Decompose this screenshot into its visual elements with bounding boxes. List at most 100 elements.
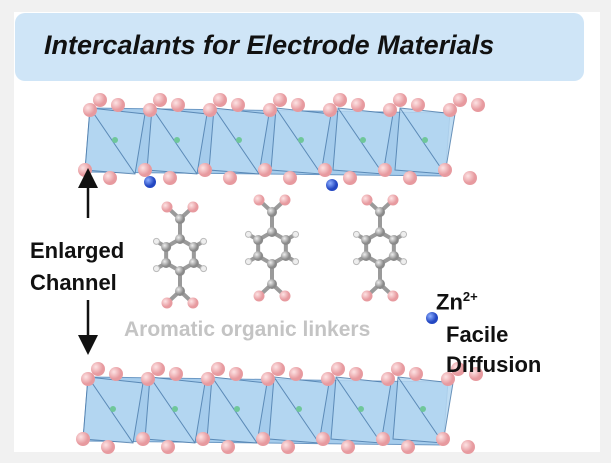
metal-atom [112, 137, 118, 143]
oxygen-atom [213, 93, 227, 107]
oxygen-atom [153, 93, 167, 107]
metal-atom [422, 137, 428, 143]
hydrogen-atom [400, 230, 408, 238]
oxygen-atom [78, 163, 92, 177]
oxygen-atom [316, 432, 330, 446]
oxygen-atom [111, 98, 125, 112]
zinc-ion [426, 312, 438, 324]
zinc-ion [144, 176, 156, 188]
oxygen-atom [383, 103, 397, 117]
metal-atom [234, 406, 240, 412]
oxygen-atom [283, 171, 297, 185]
carbon-atom [175, 234, 185, 244]
oxygen-atom [451, 362, 465, 376]
oxygen-atom [291, 98, 305, 112]
carbon-atom [267, 227, 277, 237]
oxygen-atom [198, 163, 212, 177]
carbon-atom [267, 259, 277, 269]
oxygen-atom [263, 103, 277, 117]
carbon-atom [267, 207, 277, 217]
oxygen-atom [351, 98, 365, 112]
oxygen-atom [93, 93, 107, 107]
oxygen-atom [333, 93, 347, 107]
metal-atom [298, 137, 304, 143]
oxygen-atom [169, 367, 183, 381]
oxygen-atom [453, 93, 467, 107]
channel-label: Channel [30, 270, 117, 295]
oxygen-atom [403, 171, 417, 185]
terephthalate-linker [352, 194, 408, 302]
carbon-atom [388, 235, 399, 245]
carbon-atom [375, 207, 385, 217]
oxygen-atom [463, 171, 477, 185]
octahedral-layer [76, 362, 483, 454]
oxygen-atom [393, 93, 407, 107]
carbon-atom [175, 286, 185, 296]
carbon-atom [361, 235, 372, 245]
oxygen-atom [378, 163, 392, 177]
oxygen-atom [171, 98, 185, 112]
oxygen-atom [81, 372, 95, 386]
oxygen-atom [211, 362, 225, 376]
zinc-ion [326, 179, 338, 191]
oxygen-atom [387, 290, 399, 302]
oxygen-atom [141, 372, 155, 386]
hydrogen-atom [352, 230, 360, 238]
hydrogen-atom [244, 258, 252, 266]
oxygen-atom [231, 98, 245, 112]
oxygen-atom [343, 171, 357, 185]
oxygen-atom [387, 194, 399, 206]
hydrogen-atom [200, 265, 208, 273]
oxygen-atom [258, 163, 272, 177]
oxygen-atom [187, 201, 199, 213]
oxygen-atom [203, 103, 217, 117]
oxygen-atom [253, 290, 265, 302]
oxygen-atom [279, 290, 291, 302]
oxygen-atom [273, 93, 287, 107]
oxygen-atom [161, 440, 175, 454]
hydrogen-atom [352, 258, 360, 266]
carbon-atom [388, 251, 399, 261]
oxygen-atom [318, 163, 332, 177]
hydrogen-atom [292, 258, 300, 266]
zn-ion-label: Zn2+ [436, 282, 478, 317]
oxygen-atom [436, 432, 450, 446]
zn-symbol: Zn [436, 289, 463, 315]
carbon-atom [375, 227, 385, 237]
oxygen-atom [229, 367, 243, 381]
oxygen-atom [279, 194, 291, 206]
metal-atom [236, 137, 242, 143]
oxygen-atom [91, 362, 105, 376]
carbon-atom [175, 266, 185, 276]
metal-atom [174, 137, 180, 143]
oxygen-atom [391, 362, 405, 376]
oxygen-atom [163, 171, 177, 185]
oxygen-atom [443, 103, 457, 117]
figure-title: Intercalants for Electrode Materials [44, 30, 495, 60]
oxygen-atom [253, 194, 265, 206]
oxygen-atom [281, 440, 295, 454]
oxygen-atom [101, 440, 115, 454]
oxygen-atom [103, 171, 117, 185]
carbon-atom [375, 279, 385, 289]
oxygen-atom [331, 362, 345, 376]
oxygen-atom [161, 297, 173, 309]
oxygen-atom [143, 103, 157, 117]
oxygen-atom [261, 372, 275, 386]
hydrogen-atom [200, 237, 208, 245]
oxygen-atom [376, 432, 390, 446]
carbon-atom [361, 251, 372, 261]
oxygen-atom [136, 432, 150, 446]
oxygen-atom [401, 440, 415, 454]
oxygen-atom [223, 171, 237, 185]
facile-label: Facile [446, 322, 509, 347]
carbon-atom [375, 259, 385, 269]
oxygen-atom [201, 372, 215, 386]
oxygen-atom [438, 163, 452, 177]
oxygen-atom [361, 290, 373, 302]
oxygen-atom [471, 98, 485, 112]
hydrogen-atom [400, 258, 408, 266]
oxygen-atom [83, 103, 97, 117]
metal-atom [360, 137, 366, 143]
